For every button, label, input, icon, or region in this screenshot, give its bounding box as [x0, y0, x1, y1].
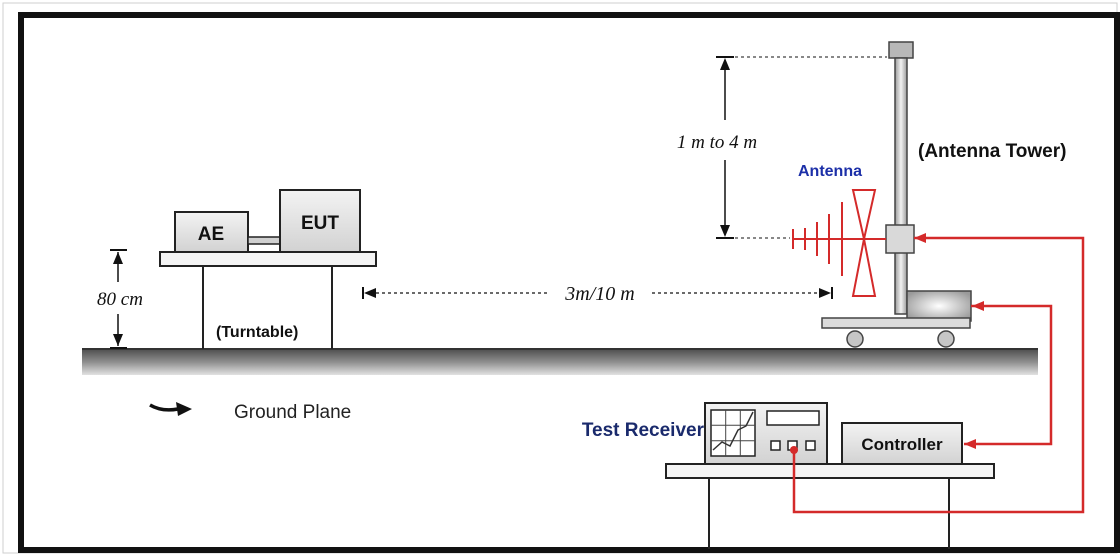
receiver-screen-grid	[711, 410, 755, 456]
eut-label: EUT	[301, 213, 339, 234]
height-80cm-label: 80 cm	[97, 289, 143, 310]
ae-unit: AE	[174, 211, 249, 253]
arrow-left-icon	[364, 288, 376, 298]
antenna-tower	[821, 41, 972, 348]
tower-wheel-left	[846, 330, 864, 348]
ae-box	[174, 211, 249, 253]
cable-arrow-antenna	[914, 233, 926, 243]
antenna-label: Antenna	[798, 163, 862, 180]
height-1m-4m-label: 1 m to 4 m	[677, 132, 757, 153]
controller: Controller	[841, 422, 963, 465]
antenna-icon	[792, 189, 886, 297]
arrow-down-icon	[720, 58, 730, 70]
tower-base-platform	[821, 317, 971, 329]
cable-arrow-motor	[972, 301, 984, 311]
cables	[792, 236, 1085, 514]
test-receiver	[704, 402, 828, 465]
eut-box	[279, 189, 361, 253]
ground-plane-legend-icon	[149, 402, 192, 416]
distance-label: 3m/10 m	[564, 283, 634, 305]
arrow-down-icon	[113, 334, 123, 346]
arrow-up-icon	[720, 225, 730, 237]
receiver-knob-3	[805, 440, 816, 451]
turntable-top	[159, 251, 377, 267]
antenna-carriage	[885, 224, 915, 254]
ae-eut-cable	[247, 236, 281, 245]
height-80cm-dimension	[110, 249, 127, 349]
receiver-screen	[710, 409, 756, 457]
tower-controller-cable	[964, 304, 1053, 446]
height-1m-4m-dimension	[716, 56, 887, 239]
controller-box	[841, 422, 963, 465]
arrow-right-icon	[819, 288, 831, 298]
test-receiver-label: Test Receiver	[582, 420, 705, 441]
tower-wheel-right	[937, 330, 955, 348]
eut-unit: EUT	[279, 189, 361, 253]
ae-label: AE	[198, 224, 224, 245]
turntable-label: (Turntable)	[216, 324, 298, 341]
cable-arrow-controller	[964, 439, 976, 449]
cable-connector-receiver	[790, 446, 798, 454]
turntable	[159, 251, 377, 349]
distance-dimension	[362, 287, 833, 299]
ground-plane	[82, 349, 1038, 375]
receiver-table-top	[665, 463, 995, 479]
tower-motor-housing	[906, 290, 972, 322]
ground-plane-label: Ground Plane	[234, 402, 351, 423]
controller-label: Controller	[861, 435, 943, 454]
mast-cap	[888, 41, 914, 59]
receiver-table	[665, 463, 995, 549]
receiver-display	[766, 410, 820, 426]
receiver-knob-1	[770, 440, 781, 451]
antenna-tower-label: (Antenna Tower)	[918, 141, 1066, 162]
arrow-up-icon	[113, 252, 123, 264]
antenna-receiver-cable	[792, 236, 1085, 514]
mast	[894, 57, 908, 315]
